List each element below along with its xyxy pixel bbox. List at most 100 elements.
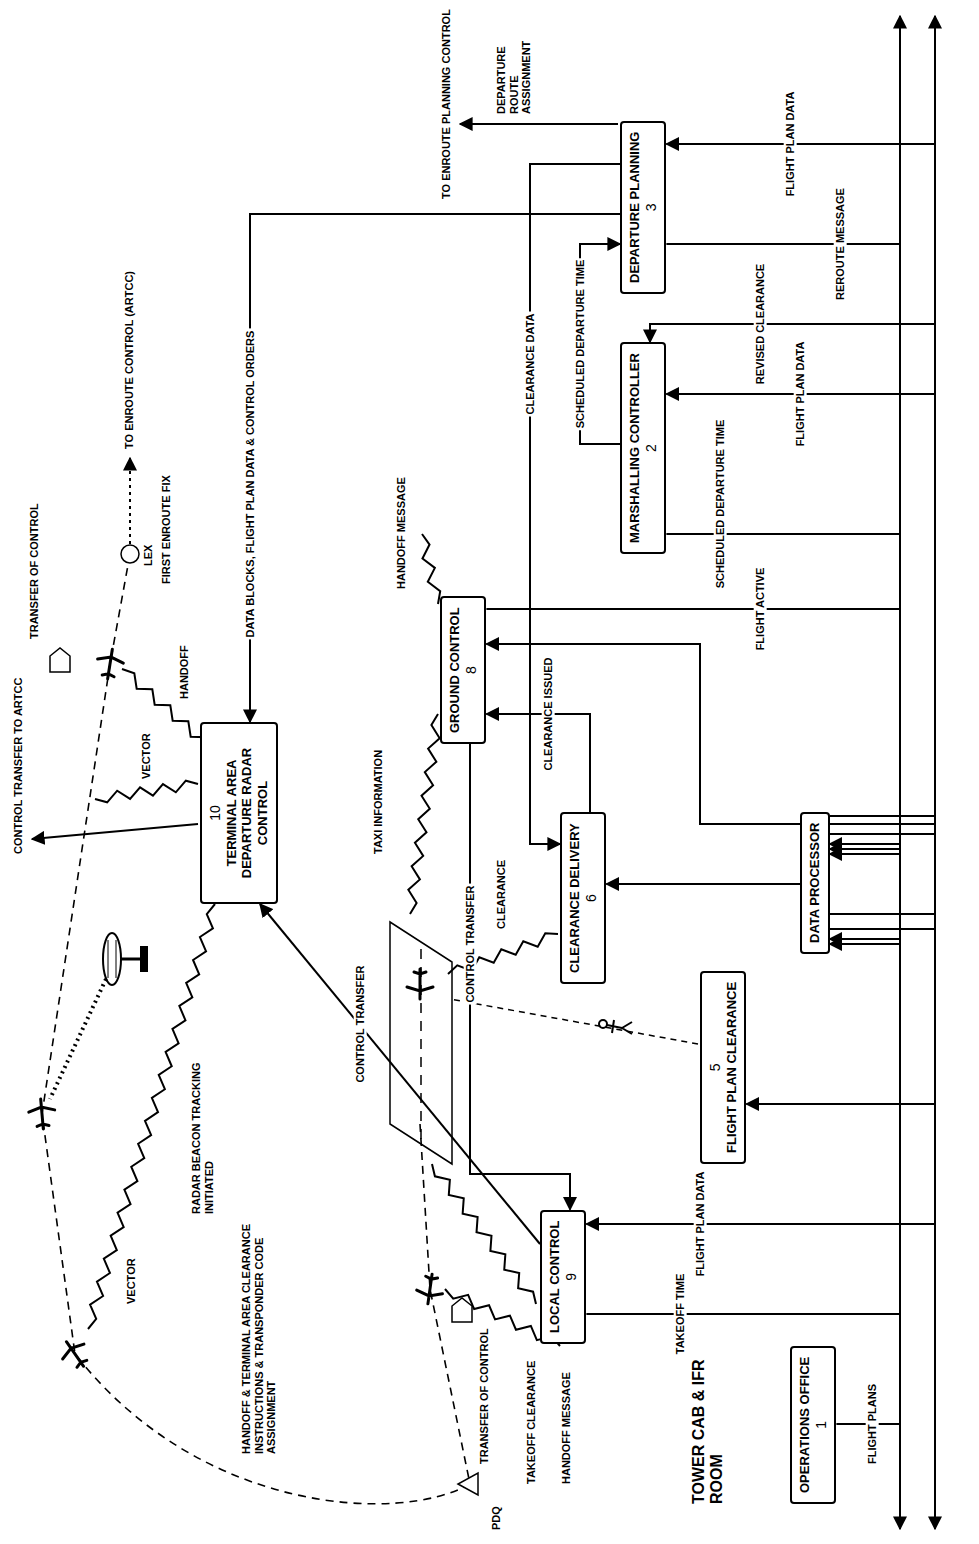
annotation-label: TO ENROUTE PLANNING CONTROL — [440, 9, 453, 199]
station-name: FLIGHT PLAN CLEARANCE — [724, 982, 740, 1153]
annotation-label: RADAR BEACON TRACKING INITIATED — [190, 1044, 215, 1214]
flow-label: SCHEDULED DEPARTURE TIME — [714, 418, 727, 590]
walk-path — [450, 999, 698, 1044]
annotation-label: HANDOFF MESSAGE — [395, 477, 408, 589]
annotation-label: TRANSFER OF CONTROL — [28, 503, 41, 639]
data-flow-line — [260, 904, 540, 1244]
flow-label: REROUTE MESSAGE — [834, 186, 847, 302]
annotation-label: FIRST ENROUTE FIX — [160, 475, 173, 584]
transfer-line — [32, 824, 198, 839]
flow-label: FLIGHT PLAN DATA — [794, 340, 807, 449]
station-name: TERMINAL AREA DEPARTURE RADAR CONTROL — [224, 733, 271, 893]
callout-number: 6 — [583, 823, 600, 973]
transfer-symbol — [452, 1298, 472, 1322]
callout-number: 5 — [707, 982, 724, 1153]
radio-link — [422, 534, 440, 604]
annotation-label: HANDOFF & TERMINAL AREA CLEARANCE INSTRU… — [240, 1224, 278, 1454]
drawing-stroke — [607, 1020, 632, 1034]
data-flow-line — [470, 744, 570, 1210]
data-flow-line — [650, 324, 935, 816]
aircraft-symbol — [95, 647, 125, 681]
data-flow-line — [746, 914, 935, 1104]
station-name: CLEARANCE DELIVERY — [567, 823, 583, 973]
drawing-stroke — [140, 946, 148, 972]
fix-symbol — [121, 545, 139, 563]
aircraft-symbol — [407, 969, 433, 999]
drawing-stroke — [129, 458, 131, 544]
data-flow-line — [666, 394, 935, 834]
station-name: LOCAL CONTROL — [547, 1221, 563, 1333]
annotation-label: CLEARANCE — [495, 860, 508, 929]
drawing-stroke — [599, 1020, 607, 1028]
data-flow-line — [486, 644, 800, 824]
annotation-label: TAKEOFF CLEARANCE — [525, 1361, 538, 1484]
radio-link — [122, 669, 212, 749]
data-flow-line — [606, 883, 800, 885]
flow-label: FLIGHT PLAN DATA — [694, 1170, 707, 1279]
aircraft-symbol — [415, 1272, 445, 1305]
station-name: MARSHALLING CONTROLLER — [627, 353, 643, 543]
transfer-symbol — [50, 648, 70, 672]
drawing-stroke — [121, 958, 140, 961]
flow-label: CLEARANCE DATA — [524, 311, 537, 416]
radar-antenna — [50, 933, 148, 1099]
drawing-stroke — [108, 940, 109, 978]
station-name: OPERATIONS OFFICE — [797, 1357, 813, 1493]
drawing-stroke — [103, 933, 121, 985]
data-flow-line — [486, 609, 900, 849]
annotation-label: VECTOR — [125, 1258, 138, 1304]
annotation-label: TAXI INFORMATION — [372, 750, 385, 854]
annotation-label: CONTROL TRANSFER TO ARTCC — [12, 678, 25, 854]
data-flow-line — [586, 929, 935, 1224]
data-bus — [900, 16, 935, 1529]
station-name: GROUND CONTROL — [447, 607, 463, 733]
annotation-label: VECTOR — [140, 733, 153, 779]
data-flow-line — [530, 164, 620, 844]
callout-number: 8 — [463, 607, 480, 733]
station-box: MARSHALLING CONTROLLER2 — [620, 342, 666, 554]
radio-link — [95, 781, 198, 803]
flow-label: CONTROL TRANSFER — [464, 883, 477, 1004]
annotation-label: PDQ — [490, 1506, 503, 1530]
data-flow-line — [666, 534, 900, 854]
annotation-label: LEX — [142, 545, 155, 566]
station-name: DATA PROCESSOR — [807, 823, 823, 943]
annotation-label: HANDOFF — [178, 645, 191, 699]
annotation-label: TO ENROUTE CONTROL (ARTCC) — [123, 271, 136, 449]
route-line — [460, 123, 618, 125]
radio-link — [408, 714, 439, 914]
station-box: CLEARANCE DELIVERY6 — [560, 812, 606, 984]
flow-label: SCHEDULED DEPARTURE TIME — [574, 258, 587, 430]
station-box: DEPARTURE PLANNING3 — [620, 121, 666, 294]
flow-label: CONTROL TRANSFER — [354, 963, 367, 1084]
callout-number: 1 — [813, 1357, 830, 1493]
annotation-label: HANDOFF MESSAGE — [560, 1372, 573, 1484]
data-flow-line — [830, 944, 900, 1424]
data-flow-line — [586, 939, 900, 1314]
drawing-stroke — [116, 940, 117, 978]
radio-link — [432, 1164, 536, 1304]
station-box: GROUND CONTROL8 — [440, 596, 486, 744]
annotation-label: DEPARTURE ROUTE ASSIGNMENT — [495, 14, 533, 114]
radio-link — [88, 904, 215, 1329]
person-figure — [599, 1020, 632, 1034]
flow-label: DATA BLOCKS, FLIGHT PLAN DATA & CONTROL … — [244, 329, 257, 640]
flow-label: REVISED CLEARANCE — [754, 262, 767, 386]
flow-label: TAKEOFF TIME — [674, 1272, 687, 1356]
callout-number: 10 — [207, 733, 224, 893]
station-box: OPERATIONS OFFICE1 — [790, 1346, 836, 1504]
data-flow-line — [486, 714, 590, 812]
station-box: LOCAL CONTROL9 — [540, 1210, 586, 1344]
aircraft-symbol — [28, 1098, 57, 1130]
navaid-triangle — [458, 1473, 478, 1495]
flow-label: FLIGHT PLAN DATA — [784, 90, 797, 199]
flow-label: FLIGHT ACTIVE — [754, 566, 767, 653]
data-flow-line — [666, 244, 900, 844]
station-box: 5FLIGHT PLAN CLEARANCE — [700, 971, 746, 1164]
annotation-label: TOWER CAB & IFR ROOM — [690, 1334, 727, 1504]
radio-link — [88, 534, 560, 1346]
annotation-label: TRANSFER OF CONTROL — [478, 1328, 491, 1464]
callout-number: 3 — [643, 132, 660, 283]
data-flow-line — [666, 144, 935, 824]
